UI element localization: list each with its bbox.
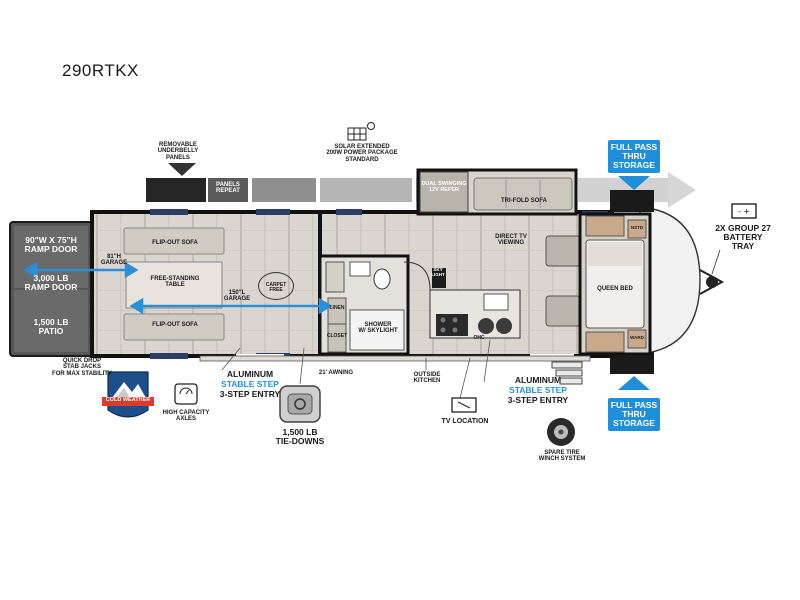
directtv-label: DIRECT TV VIEWING xyxy=(495,234,527,247)
step-right-line2: STABLE STEP xyxy=(509,385,567,395)
step-left-line3: 3-STEP ENTRY xyxy=(219,389,281,399)
front-cap xyxy=(639,206,701,355)
storage-arrow-top xyxy=(618,176,650,190)
toilet xyxy=(373,268,391,290)
queen-bed-label: QUEEN BED xyxy=(597,286,633,292)
trifold-sofa xyxy=(473,177,573,211)
flipout-sofa-bottom-label: FLIP-OUT SOFA xyxy=(152,322,198,328)
trifold-sofa-label: TRI-FOLD SOFA xyxy=(501,198,547,204)
garage-height-arrow xyxy=(23,261,139,279)
kitchen-sink xyxy=(483,293,509,311)
flipout-sofa-bottom xyxy=(123,313,225,341)
battery-icon: - + xyxy=(731,203,757,219)
axles-label: HIGH CAPACITY AXLES xyxy=(162,410,210,423)
refer-label: DUAL SWINGING 12V REFER xyxy=(421,181,467,193)
spare-tire-label: SPARE TIRE WINCH SYSTEM xyxy=(538,450,586,463)
nightstand-label: NSTD xyxy=(630,225,644,230)
ramp-size-label: 90"W x 75"H RAMP DOOR xyxy=(24,235,78,254)
step-right-line1: ALUMINUM xyxy=(514,375,562,385)
solar-panel-icon xyxy=(347,122,375,141)
cold-weather-badge xyxy=(102,371,154,418)
refer xyxy=(419,171,469,213)
nightstand-bottom xyxy=(627,329,647,349)
model-title: 290RTKX xyxy=(62,61,139,80)
flipout-sofa-top xyxy=(123,227,225,255)
callout-lines xyxy=(221,339,491,399)
garage-length-label: 150"L GARAGE xyxy=(223,290,251,303)
storage-label-bottom: FULL PASS THRU STORAGE xyxy=(608,398,660,431)
closet-label: CLOSET xyxy=(326,333,348,339)
shower xyxy=(349,309,405,351)
wardrobe-label: WARD xyxy=(630,335,644,340)
cold-weather-label: COLD WEATHER xyxy=(105,397,151,403)
garage-length-arrow xyxy=(129,297,333,315)
step-left-line2: STABLE STEP xyxy=(221,379,279,389)
battery-label: 2X GROUP 27 BATTERY TRAY xyxy=(715,223,771,251)
patio-label: 1,500 LB PATIO xyxy=(33,317,69,336)
garage-height-label: 81"H GARAGE xyxy=(100,254,128,267)
wardrobe-top xyxy=(585,215,625,237)
outside-kitchen-label: OUTSIDE KITCHEN xyxy=(413,372,441,385)
awning-label: 21' AWNING xyxy=(318,370,354,376)
storage-label-top: FULL PASS THRU STORAGE xyxy=(608,140,660,173)
stove xyxy=(436,314,468,336)
panels-repeat-label: PANELS REPEAT xyxy=(216,182,240,195)
spare-tire-icon xyxy=(547,418,575,446)
table-label: FREE-STANDING TABLE xyxy=(150,276,200,289)
solar-label: SOLAR EXTENDED 200W POWER PACKAGE STANDA… xyxy=(326,144,398,163)
awning xyxy=(199,355,591,362)
step-left-line1: ALUMINUM xyxy=(226,369,274,379)
scale-icon xyxy=(174,383,198,405)
ohc-label: OHC xyxy=(473,335,485,341)
living-chair xyxy=(545,235,581,267)
front-storage-top xyxy=(610,190,654,212)
tiedowns-label: 1,500 LB TIE-DOWNS xyxy=(275,427,325,446)
underbelly-pointer-arrow xyxy=(168,163,196,176)
wardrobe-bottom xyxy=(585,331,625,353)
ramp-weight-label: 3,000 LB RAMP DOOR xyxy=(24,273,78,292)
underbelly-label: REMOVABLE UNDERBELLY PANELS xyxy=(157,142,199,161)
carpet-free-badge: CARPET FREE xyxy=(258,272,294,300)
tie-down-icon xyxy=(279,385,321,423)
storage-arrow-bottom xyxy=(618,376,650,390)
quick-drop-label: QUICK DROP STAB JACKS FOR MAX STABILITY xyxy=(52,358,112,377)
shower-label: SHOWER W/ SKYLIGHT xyxy=(358,322,398,335)
step-right-line3: 3-STEP ENTRY xyxy=(507,395,569,405)
flipout-sofa-top-label: FLIP-OUT SOFA xyxy=(152,240,198,246)
tv-location-label: TV LOCATION xyxy=(441,418,489,425)
tv-icon xyxy=(451,397,477,413)
pantry xyxy=(432,268,446,288)
closet-cabinet xyxy=(327,323,347,353)
entry-steps-right xyxy=(551,361,583,385)
front-storage-bottom xyxy=(610,352,654,374)
svg-text:- +: - + xyxy=(738,207,750,216)
nightstand-top xyxy=(627,219,647,239)
skylight-label: SKY LIGHT xyxy=(431,267,445,277)
linen-label: LINEN xyxy=(329,305,345,311)
